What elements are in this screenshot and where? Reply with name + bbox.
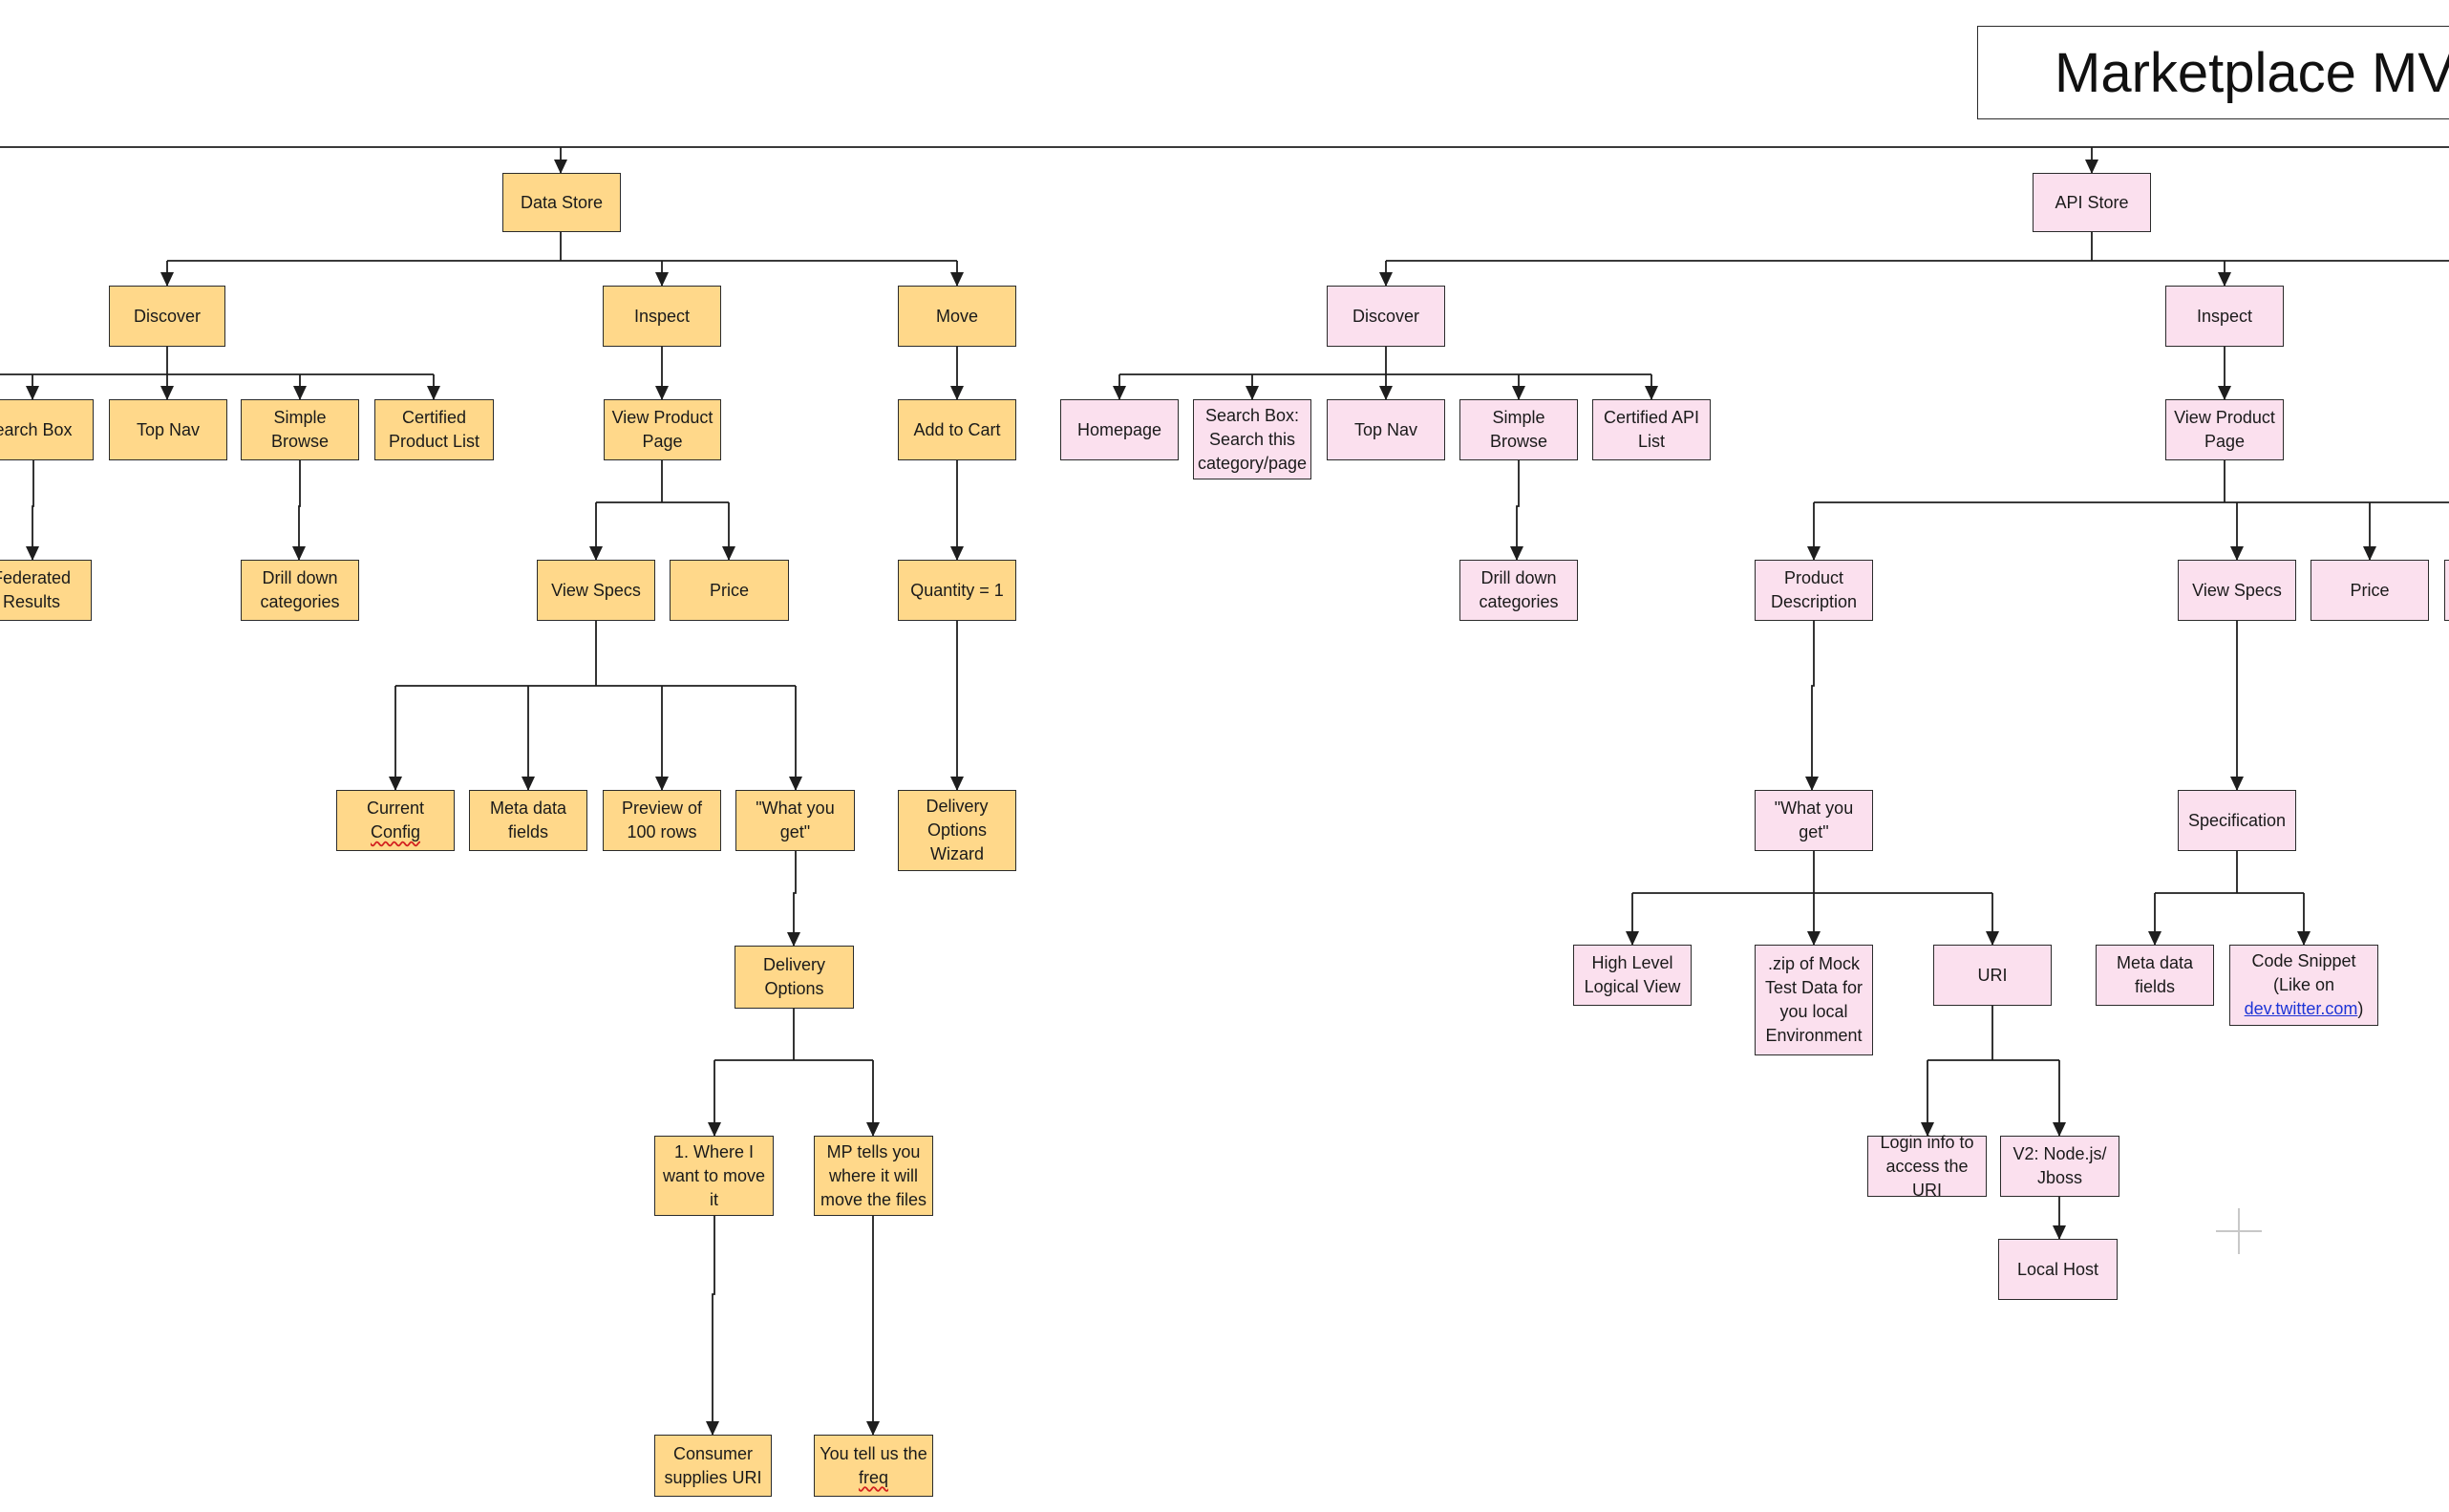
api-code-snippet-node[interactable]: Code Snippet (Like on dev.twitter.com) bbox=[2229, 945, 2378, 1026]
ds-preview-rows-node[interactable]: Preview of 100 rows bbox=[603, 790, 721, 851]
ds-inspect-node[interactable]: Inspect bbox=[603, 286, 721, 347]
api-code-snippet-tail: ) bbox=[2357, 999, 2364, 1018]
ds-delivery-options-node[interactable]: Delivery Options bbox=[735, 946, 854, 1009]
api-code-snippet-label: Code Snippet (Like on dev.twitter.com) bbox=[2245, 949, 2364, 1021]
diagram-title: Marketplace MVP bbox=[1977, 26, 2449, 119]
api-search-box-node[interactable]: Search Box: Search this category/page bbox=[1193, 399, 1311, 479]
connector-path bbox=[292, 460, 306, 561]
connector-path bbox=[1805, 621, 1819, 791]
api-price-node[interactable]: Price bbox=[2311, 560, 2429, 621]
ds-federated-results-node[interactable]: Federated Results bbox=[0, 560, 92, 621]
connector-path bbox=[1510, 460, 1523, 561]
ds-mp-tells-you-node[interactable]: MP tells you where it will move the file… bbox=[814, 1136, 933, 1216]
ds-meta-data-fields-node[interactable]: Meta data fields bbox=[469, 790, 587, 851]
ds-drill-down-node[interactable]: Drill down categories bbox=[241, 560, 359, 621]
api-what-you-get-node[interactable]: "What you get" bbox=[1755, 790, 1873, 851]
api-high-level-view-node[interactable]: High Level Logical View bbox=[1573, 945, 1692, 1006]
ds-where-to-move-node[interactable]: 1. Where I want to move it bbox=[654, 1136, 774, 1216]
api-homepage-node[interactable]: Homepage bbox=[1060, 399, 1179, 460]
ds-quantity-node[interactable]: Quantity = 1 bbox=[898, 560, 1016, 621]
api-view-specs-node[interactable]: View Specs bbox=[2178, 560, 2296, 621]
ds-price-node[interactable]: Price bbox=[670, 560, 789, 621]
ds-delivery-wizard-node[interactable]: Delivery Options Wizard bbox=[898, 790, 1016, 871]
api-code-snippet-text: Code Snippet (Like on bbox=[2251, 951, 2356, 994]
api-simple-browse-node[interactable]: Simple Browse bbox=[1459, 399, 1578, 460]
api-top-nav-node[interactable]: Top Nav bbox=[1327, 399, 1445, 460]
ds-discover-node[interactable]: Discover bbox=[109, 286, 225, 347]
title-text: Marketplace MVP bbox=[2055, 41, 2449, 104]
ds-simple-browse-node[interactable]: Simple Browse bbox=[241, 399, 359, 460]
ds-search-box-node[interactable]: Search Box bbox=[0, 399, 94, 460]
ds-what-you-get-node[interactable]: "What you get" bbox=[735, 790, 855, 851]
api-specification-node[interactable]: Specification bbox=[2178, 790, 2296, 851]
api-product-description-node[interactable]: Product Description bbox=[1755, 560, 1873, 621]
api-store-node[interactable]: API Store bbox=[2033, 173, 2151, 232]
api-zip-mock-node[interactable]: .zip of Mock Test Data for you local Env… bbox=[1755, 945, 1873, 1055]
data-store-node[interactable]: Data Store bbox=[502, 173, 621, 232]
api-view-product-page-node[interactable]: View Product Page bbox=[2165, 399, 2284, 460]
api-certified-api-list-node[interactable]: Certified API List bbox=[1592, 399, 1711, 460]
api-uri-node[interactable]: URI bbox=[1933, 945, 2052, 1006]
ds-move-node[interactable]: Move bbox=[898, 286, 1016, 347]
ds-view-specs-node[interactable]: View Specs bbox=[537, 560, 655, 621]
api-discover-node[interactable]: Discover bbox=[1327, 286, 1445, 347]
ds-certified-product-list-node[interactable]: Certified Product List bbox=[374, 399, 494, 460]
ds-top-nav-node[interactable]: Top Nav bbox=[109, 399, 227, 460]
api-drill-down-node[interactable]: Drill down categories bbox=[1459, 560, 1578, 621]
api-inspect-node[interactable]: Inspect bbox=[2165, 286, 2284, 347]
api-code-snippet-link[interactable]: dev.twitter.com bbox=[2244, 999, 2358, 1018]
api-cutoff-node[interactable] bbox=[2444, 560, 2449, 621]
api-local-host-node[interactable]: Local Host bbox=[1998, 1239, 2118, 1300]
api-login-info-node[interactable]: Login info to access the URI bbox=[1867, 1133, 1987, 1200]
api-meta-data-fields-node[interactable]: Meta data fields bbox=[2096, 945, 2214, 1006]
api-v2-node-node[interactable]: V2: Node.js/ Jboss bbox=[2000, 1136, 2119, 1197]
ds-add-to-cart-node[interactable]: Add to Cart bbox=[898, 399, 1016, 460]
ds-consumer-uri-node[interactable]: Consumer supplies URI bbox=[654, 1435, 772, 1497]
crosshair-cursor-icon bbox=[2216, 1208, 2262, 1254]
connector-path bbox=[787, 851, 800, 947]
ds-view-product-page-node[interactable]: View Product Page bbox=[604, 399, 721, 460]
connector-path bbox=[26, 460, 39, 561]
connector-path bbox=[706, 1216, 719, 1436]
